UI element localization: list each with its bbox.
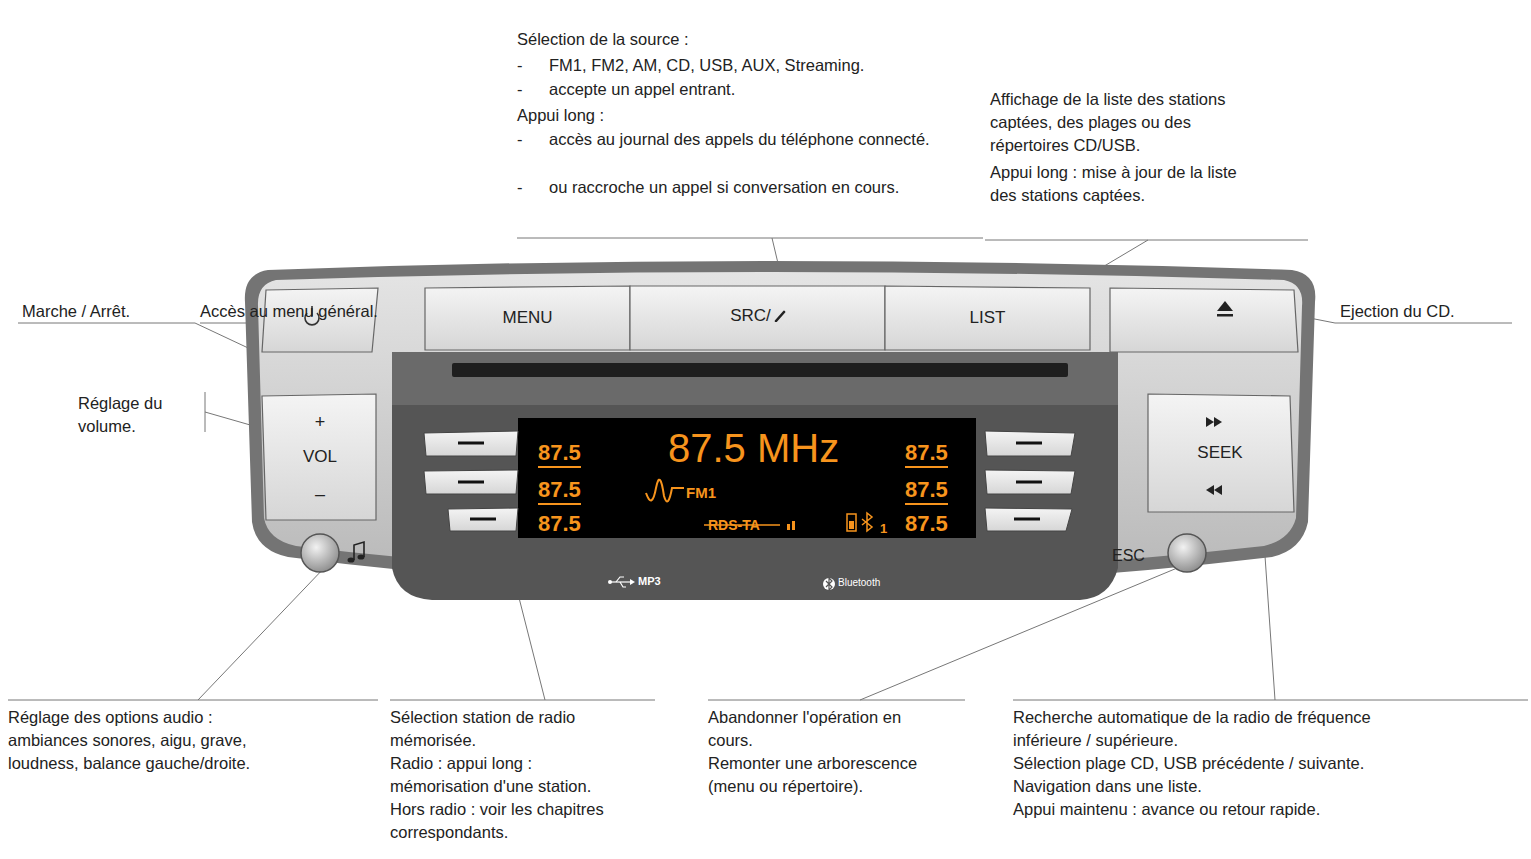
callout-text: Réglage des options audio : ambiances so… (8, 706, 283, 775)
callout-text: Accès au menu général. (200, 300, 475, 323)
callout-text: Marche / Arrêt. (22, 300, 197, 323)
list-dash: - (517, 128, 537, 151)
eject-icon (1217, 301, 1233, 317)
volume-button: + VOL – (262, 396, 378, 520)
display-bezel (392, 405, 1118, 600)
esc-knob (1168, 534, 1206, 572)
panel-label: Bluetooth (838, 577, 908, 589)
callout-text: ou raccroche un appel si conversation en… (549, 176, 969, 199)
button-label: LIST (885, 308, 1090, 328)
callout-text: Sélection plage CD, USB précédente / sui… (1013, 752, 1523, 775)
display-text: 1 (880, 522, 887, 535)
callout-text: Ejection du CD. (1340, 300, 1510, 323)
seek-button (1148, 394, 1294, 512)
display-text: 87.5 (538, 479, 581, 505)
source-button: SRC/ (630, 286, 885, 350)
audio-knob (301, 534, 339, 572)
display-text: 87.5 (538, 513, 581, 535)
menu-button: MENU (425, 288, 630, 350)
list-dash: - (517, 54, 537, 77)
usb-icon (608, 577, 635, 587)
display-text: 87.5 (905, 513, 948, 535)
callout-text: accepte un appel entrant. (549, 78, 979, 101)
leader-lines (8, 238, 1528, 700)
callout-text: Appui maintenu : avance ou retour rapide… (1013, 798, 1523, 821)
display-text: 87.5 (538, 442, 581, 468)
button-label: MENU (425, 308, 630, 328)
button-label: – (262, 484, 378, 505)
display-text: 87.5 (905, 479, 948, 505)
list-dash: - (517, 176, 537, 199)
seek-button: SEEK (1148, 396, 1292, 512)
cd-slot (452, 363, 1068, 377)
music-note-icon (348, 542, 365, 563)
display-screen (518, 418, 976, 538)
display-screen: 87.5 87.5 87.5 87.5 MHzFM1RDS-TA 1 87.5 87.5 87… (518, 418, 976, 538)
callout-text: accès au journal des appels du téléphone… (549, 128, 969, 151)
callout-text: Hors radio : voir les chapitres correspo… (390, 798, 622, 844)
display-text: 87.5 MHz (668, 428, 839, 468)
callout-text: Appui long : (517, 104, 977, 127)
button-label: SRC/ (616, 306, 885, 326)
callout-text: Sélection de la source : (517, 28, 977, 51)
display-text: RDS-TA (708, 518, 760, 532)
callout-text: Remonter une arborescence (menu ou réper… (708, 752, 936, 798)
button-label: SEEK (1148, 443, 1292, 463)
display-text: FM1 (686, 485, 716, 500)
callout-text: Sélection station de radio mémorisée. (390, 706, 622, 752)
callout-text: Navigation dans une liste. (1013, 775, 1523, 798)
button-label: VOL (262, 447, 378, 467)
display-text: 87.5 (905, 442, 948, 468)
bluetooth-icon (823, 578, 835, 590)
callout-text: Réglage du volume. (78, 392, 198, 438)
list-dash: - (517, 78, 537, 101)
cd-area (392, 352, 1118, 412)
list-button: LIST (885, 288, 1090, 350)
top-buttons (262, 286, 1298, 352)
callout-text: Abandonner l'opération en cours. (708, 706, 936, 752)
callout-text: Appui long : mise à jour de la liste des… (990, 161, 1258, 207)
callout-text: Affichage de la liste des stations capté… (990, 88, 1258, 157)
phone-icon (774, 310, 786, 322)
button-label: ESC (1112, 546, 1152, 565)
callout-text: FM1, FM2, AM, CD, USB, AUX, Streaming. (549, 54, 979, 77)
callout-text: Radio : appui long : mémorisation d'une … (390, 752, 622, 798)
button-label: + (262, 412, 378, 433)
callout-text: Recherche automatique de la radio de fré… (1013, 706, 1443, 752)
panel-label: MP3 (638, 575, 688, 588)
